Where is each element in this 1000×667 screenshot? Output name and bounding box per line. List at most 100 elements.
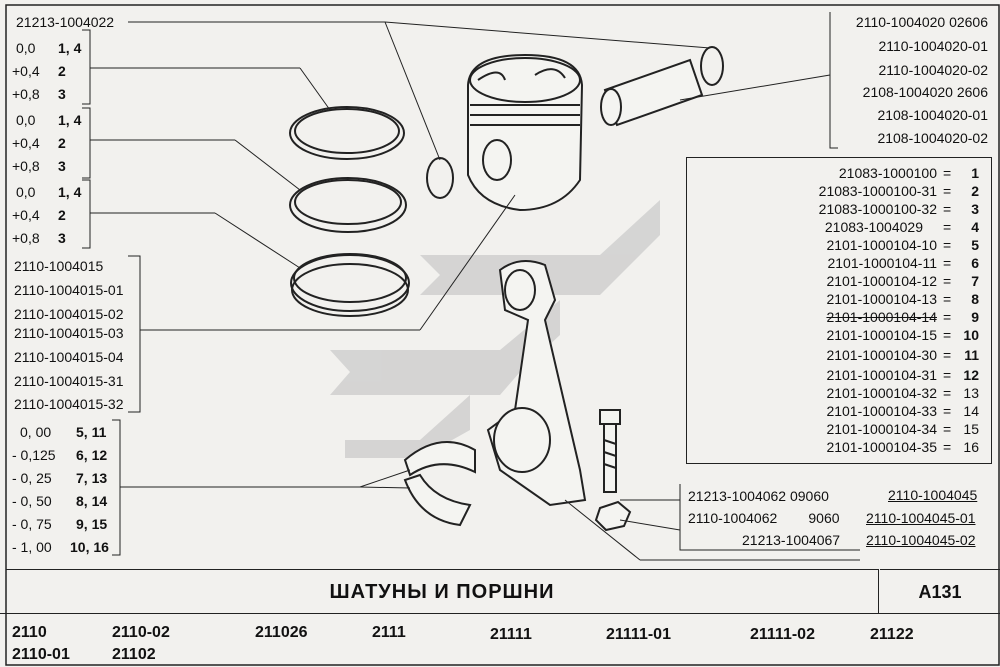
bearing-size: - 0, 75 (12, 516, 52, 532)
ring-index: 1, 4 (58, 112, 82, 128)
ring-size: 0,0 (16, 184, 36, 200)
piston-part-number: 2110-1004015 (14, 258, 104, 274)
bearing-size: - 0, 50 (12, 493, 52, 509)
kit-index: 10 (963, 327, 979, 343)
ring-size: +0,4 (12, 63, 40, 79)
kit-equals: = (943, 237, 952, 253)
ring-size: 0,0 (16, 112, 36, 128)
ring-index: 2 (58, 135, 66, 151)
model-code: 21111-02 (750, 626, 815, 643)
kit-part-number: 2101-1000104-10 (826, 237, 937, 253)
model-code: 21111 (490, 626, 532, 643)
bolt-illustration (594, 409, 632, 532)
model-code: 2110 (12, 624, 47, 641)
kit-index: 8 (971, 291, 979, 307)
kit-equals: = (943, 421, 952, 437)
pin-part-number: 2110-1004020-02 (878, 62, 988, 78)
kit-index: 11 (964, 347, 979, 363)
kit-index: 2 (971, 183, 979, 199)
bearing-index: 6, 12 (76, 447, 108, 463)
ring-size: +0,8 (12, 230, 40, 246)
kit-equals: = (943, 347, 952, 363)
kit-equals: = (943, 439, 952, 455)
ring-size: +0,4 (12, 135, 40, 151)
bearing-index: 9, 15 (76, 516, 108, 532)
kit-equals: = (943, 309, 952, 325)
kit-index: 5 (971, 237, 979, 253)
ring-size: 0,0 (16, 40, 36, 56)
kit-part-number: 2101-1000104-32 (826, 385, 937, 401)
kit-part-number: 2101-1000104-15 (826, 327, 937, 343)
bearing-size: - 1, 00 (12, 539, 52, 555)
piston-part-number: 2110-1004015-01 (14, 282, 124, 298)
piston-part-number: 2110-1004015-32 (14, 396, 124, 412)
page-title: ШАТУНЫ И ПОРШНИ (6, 569, 879, 614)
pin-part-number: 2108-1004020-01 (877, 107, 988, 123)
snap-ring-illustration (426, 157, 454, 199)
model-code: 21111-01 (606, 626, 671, 643)
kit-equals: = (943, 367, 952, 383)
kit-equals: = (943, 291, 952, 307)
piston-illustration (467, 53, 584, 212)
kit-equals: = (943, 385, 952, 401)
kit-index: 15 (963, 421, 979, 437)
bearing-index: 10, 16 (70, 539, 109, 555)
pin-part-number: 2110-1004020-01 (878, 38, 988, 54)
ring-index: 1, 4 (58, 40, 82, 56)
bolt-part-number: 2110-1004062 9060 (688, 510, 840, 526)
piston-part-number: 2110-1004015-02 (14, 306, 124, 322)
model-code: 21122 (870, 626, 914, 643)
kit-equals: = (943, 327, 952, 343)
leader-lines (90, 21, 860, 561)
ring-size: +0,4 (12, 207, 40, 223)
bearing-size: - 0,125 (12, 447, 56, 463)
kit-index: 12 (963, 367, 979, 383)
kit-index: 7 (971, 273, 979, 289)
kit-part-number: 21083-1004029 (824, 219, 923, 235)
kit-part-number: 2101-1000104-33 (826, 403, 937, 419)
model-code: 2111 (372, 624, 406, 641)
kit-index: 1 (971, 165, 979, 181)
ring-index: 3 (58, 230, 66, 246)
kit-equals: = (943, 183, 952, 199)
pin-part-number: 2110-1004020 02606 (855, 14, 988, 30)
pin-part-number: 2108-1004020 2606 (862, 84, 988, 100)
kit-index: 16 (963, 439, 979, 455)
ring-index: 3 (58, 86, 66, 102)
bearing-size: - 0, 25 (12, 470, 52, 486)
bearing-size: 0, 00 (20, 424, 52, 440)
pin-part-number: 2108-1004020-02 (877, 130, 988, 146)
ring-index: 2 (58, 207, 66, 223)
model-list: 2110 2110-02 211026 2111 21111 21111-01 … (0, 613, 1000, 667)
ring-index: 3 (58, 158, 66, 174)
bearing-shells-illustration (403, 441, 476, 527)
piston-pin-illustration (600, 58, 704, 127)
kit-equals: = (943, 273, 952, 289)
bearing-index: 5, 11 (76, 424, 107, 440)
piston-part-number: 2110-1004015-04 (14, 349, 124, 365)
bearing-index: 7, 13 (76, 470, 108, 486)
model-code: 211026 (255, 624, 308, 641)
model-code: 2110-02 (112, 624, 170, 641)
kit-index: 6 (971, 255, 979, 271)
kit-part-number: 2101-1000104-34 (826, 421, 937, 437)
kit-part-number: 2101-1000104-13 (826, 291, 937, 307)
kit-part-number: 2101-1000104-14 (826, 309, 937, 325)
kit-index: 9 (971, 309, 979, 325)
kit-index: 14 (963, 403, 979, 419)
kit-part-number: 2101-1000104-35 (826, 439, 937, 455)
kit-index: 4 (971, 219, 979, 235)
kit-index: 13 (963, 385, 979, 401)
rod-part-number: 2110-1004045 (888, 487, 978, 503)
kit-part-number: 2101-1000104-11 (827, 255, 937, 271)
kit-part-number: 21083-1000100-31 (818, 183, 937, 199)
kit-index: 3 (971, 201, 979, 217)
ring-size: +0,8 (12, 86, 40, 102)
kit-equals: = (943, 255, 952, 271)
kit-equals: = (943, 165, 952, 181)
model-code: 2110-01 (12, 646, 70, 663)
connecting-rod-illustration (486, 260, 587, 507)
kit-table: 21083-1000100 = 1 21083-1000100-31 = 2 2… (686, 157, 992, 464)
model-code: 21102 (112, 646, 156, 663)
snap-ring-top-illustration (700, 46, 724, 86)
